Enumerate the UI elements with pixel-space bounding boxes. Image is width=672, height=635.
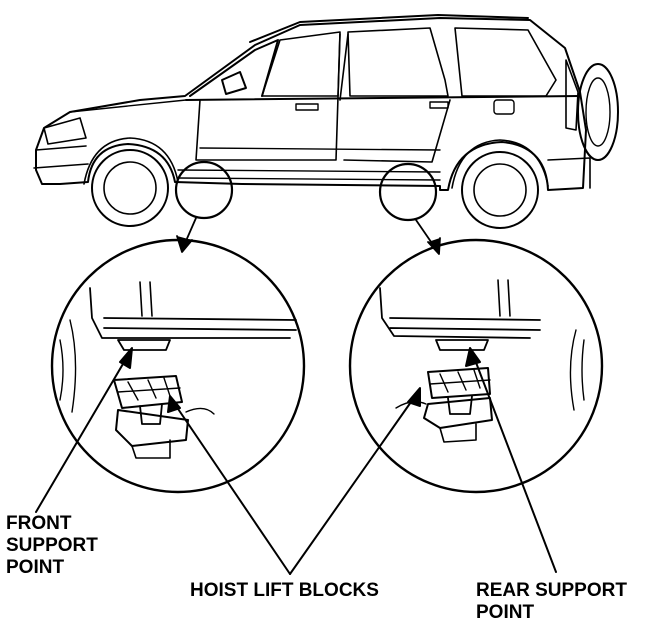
front-callout-arrowhead (176, 235, 193, 253)
roof-line (249, 14, 529, 43)
rear-detail-view (348, 238, 604, 494)
hood-line (69, 99, 187, 113)
front-door-window (261, 31, 341, 97)
front-hoist-lift-block (113, 375, 215, 459)
headlight (43, 117, 87, 145)
rocker-panel (177, 169, 441, 181)
vehicle-illustration (33, 14, 619, 229)
rear-support-point-label: REAR SUPPORT POINT (476, 580, 627, 623)
side-mirror (221, 71, 247, 95)
front-support-tab (117, 339, 171, 351)
rear-bumper (547, 157, 591, 189)
belt-line (185, 95, 581, 101)
rear-detail-circle (348, 238, 604, 494)
rear-detail-door-edge (497, 279, 511, 317)
door-cut-front (195, 33, 341, 161)
tail-light (565, 59, 579, 131)
callout-arrows (176, 217, 441, 255)
rear-support-tab (435, 339, 489, 351)
door-cut-rear (339, 33, 451, 163)
spare-tire (577, 63, 619, 161)
leader-lines (35, 347, 557, 575)
vehicle-body (35, 17, 587, 191)
hoist-leader-front (171, 399, 291, 575)
rear-wheel (451, 139, 549, 229)
rear-support-leader (471, 351, 557, 573)
rear-lift-point-marker (378, 162, 438, 222)
front-wheel (83, 137, 179, 227)
windshield (189, 39, 279, 97)
door-handle-rear (429, 101, 449, 109)
rear-hoist-lift-block (395, 367, 493, 443)
side-molding (199, 147, 441, 151)
rear-detail-rocker (379, 287, 541, 339)
front-lift-point-marker (174, 160, 234, 220)
hoist-lift-blocks-label: HOIST LIFT BLOCKS (190, 580, 379, 601)
door-handle-front (295, 103, 319, 111)
rear-detail-tire-edge (569, 329, 585, 411)
rear-door-window (347, 27, 449, 97)
hoist-leader-front-head (167, 395, 181, 413)
hoist-leader-rear-head (407, 387, 421, 407)
front-bumper (33, 145, 89, 169)
front-detail-door-edge (139, 281, 153, 317)
front-detail-tire-edge (59, 319, 77, 413)
front-support-leader (35, 351, 131, 513)
hoist-leader-rear (289, 391, 419, 575)
fuel-door (493, 99, 515, 115)
front-detail-circle (50, 238, 306, 494)
quarter-window (454, 27, 557, 97)
front-support-leader-head (119, 347, 133, 369)
spare-tire-inner (585, 77, 611, 147)
front-support-point-label: FRONT SUPPORT POINT (6, 513, 98, 578)
front-detail-view (50, 238, 306, 494)
rear-support-leader-head (465, 347, 481, 367)
front-detail-rocker (89, 287, 297, 339)
